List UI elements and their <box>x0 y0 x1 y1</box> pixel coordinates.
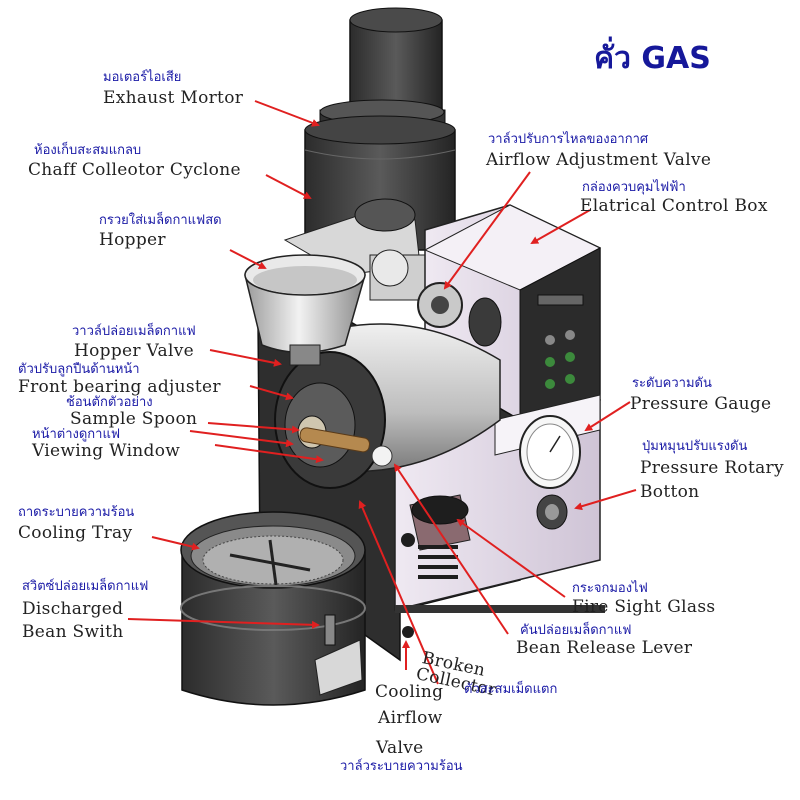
airflow-valve-en: Airflow Adjustment Valve <box>486 150 712 170</box>
hopper-th: กรวยใส่เมล็ดกาแฟสด <box>99 213 222 228</box>
viewing-window-th: หน้าต่างดูกาแฟ <box>32 427 121 442</box>
airflow-valve-th: วาล์วปรับการไหลของอากาศ <box>488 132 649 147</box>
pressure-rotary-en-1: Pressure Rotary <box>640 458 784 478</box>
discharged-switch-en-2: Bean Swith <box>22 622 124 642</box>
pressure-gauge-th: ระดับความดัน <box>632 376 712 391</box>
cooling-airflow-th: วาล์วระบายความร้อน <box>340 759 463 774</box>
cooling-airflow-en-3: Valve <box>376 738 424 758</box>
front-bearing-en: Front bearing adjuster <box>18 377 221 397</box>
hopper-en: Hopper <box>99 230 166 250</box>
cooling-airflow-en-2: Airflow <box>378 708 443 728</box>
exhaust-motor-en: Exhaust Mortor <box>103 88 244 108</box>
broken-collector-th: ตัวสะสมเม็ดแตก <box>464 682 558 697</box>
bean-release-en: Bean Release Lever <box>516 638 693 658</box>
hopper-part <box>244 254 366 366</box>
discharged-switch-th: สวิตซ์ปล่อยเมล็ดกาแฟ <box>22 579 149 594</box>
pressure-rotary-th: ปุ่มหมุนปรับแรงดัน <box>642 439 748 454</box>
drum-part <box>274 323 501 489</box>
chaff-cyclone-th: ห้องเก็บสะสมแกลบ <box>34 143 142 158</box>
pressure-rotary-en-2: Botton <box>640 482 700 502</box>
bean-release-th: คันปล่อยเมล็ดกาแฟ <box>520 623 632 638</box>
hopper-valve-th: วาวล์ปล่อยเมล็ดกาแฟ <box>72 324 196 339</box>
sample-spoon-th: ช้อนตักตัวอย่าง <box>66 395 153 410</box>
front-bearing-th: ตัวปรับลูกปืนด้านหน้า <box>18 362 140 377</box>
fire-sight-en: Fire Sight Glass <box>572 597 716 617</box>
fire-sight-th: กระจกมองไฟ <box>572 581 648 596</box>
discharged-switch-en-1: Discharged <box>22 599 124 619</box>
control-box-th: กล่องควบคุมไฟฟ้า <box>582 180 686 195</box>
cooling-tray-th: ถาดระบายความร้อน <box>18 505 135 520</box>
viewing-window-en: Viewing Window <box>32 441 181 461</box>
vent-holes <box>418 545 458 579</box>
callout-arrows <box>127 100 637 685</box>
pressure-rotary-part <box>536 494 568 530</box>
chaff-cyclone-en: Chaff Colleotor Cyclone <box>28 160 241 180</box>
sample-spoon-en: Sample Spoon <box>70 409 198 429</box>
pressure-gauge-part <box>519 415 581 489</box>
duct-pipes <box>283 198 441 301</box>
pressure-gauge-en: Pressure Gauge <box>630 394 772 414</box>
control-box-en: Elatrical Control Box <box>580 196 768 216</box>
cooling-airflow-en-1: Cooling <box>375 682 444 702</box>
cooling-tray-en: Cooling Tray <box>18 523 133 543</box>
cooling-tray-part <box>180 511 366 706</box>
airflow-valve-part <box>417 282 502 347</box>
fire-sight-part <box>401 495 469 638</box>
page-title: คั่ว GAS <box>594 41 711 76</box>
exhaust-motor-th: มอเตอร์ไอเสีย <box>103 70 182 85</box>
hopper-valve-en: Hopper Valve <box>74 341 194 361</box>
